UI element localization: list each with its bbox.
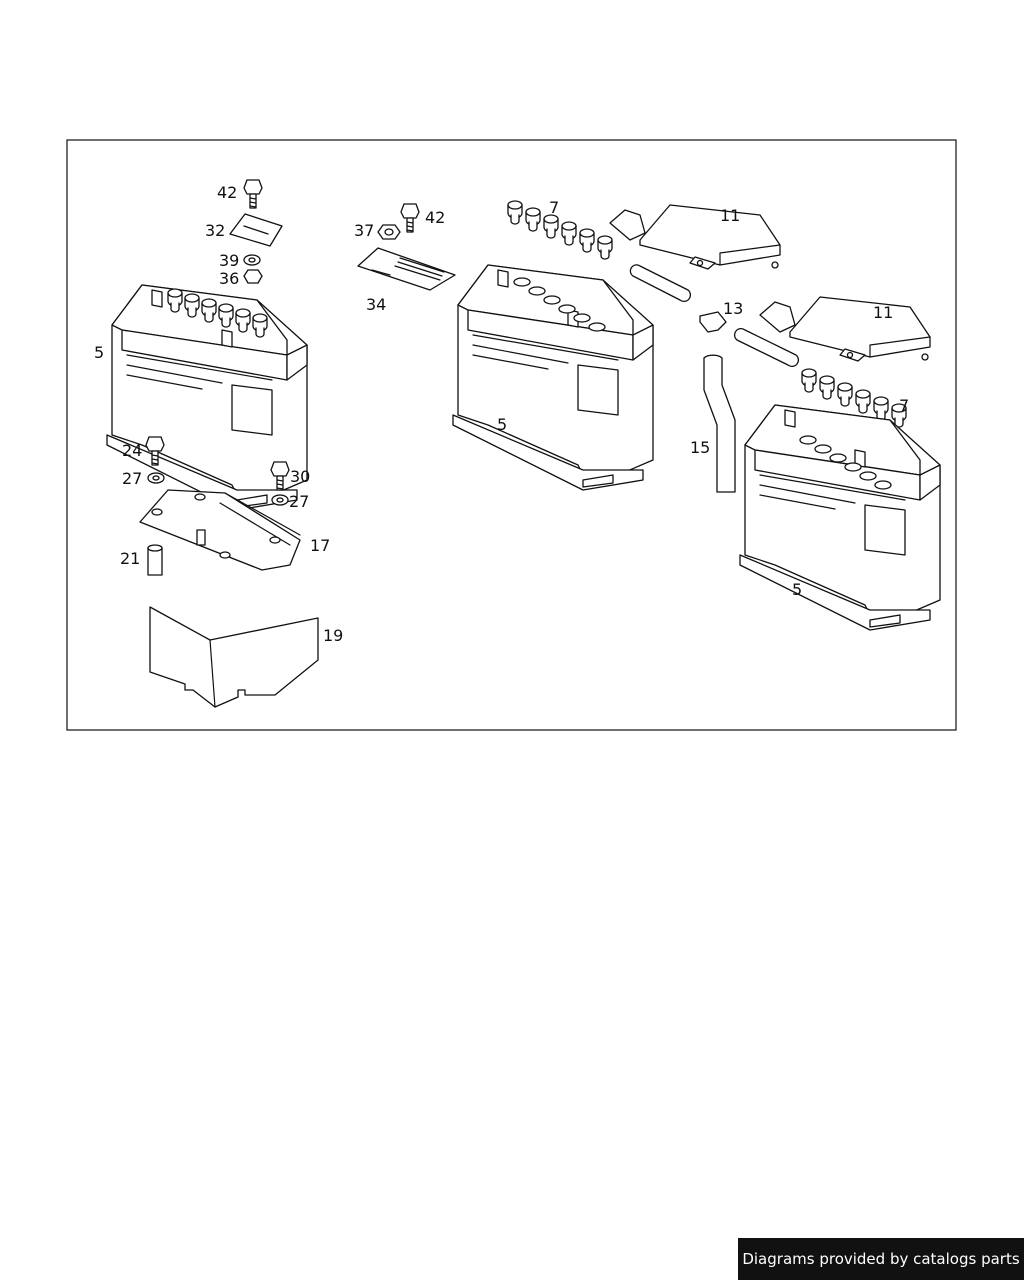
callout-11-right: 11	[873, 303, 893, 322]
hose-lower	[733, 327, 800, 368]
callout-19: 19	[323, 626, 343, 645]
base-plate-17	[139, 489, 301, 571]
tee-connector-13	[699, 311, 727, 333]
callout-5-center: 5	[497, 415, 507, 434]
callout-42-left: 42	[217, 183, 237, 202]
callout-7-right: 7	[899, 396, 909, 415]
callout-42-center: 42	[425, 208, 445, 227]
callout-15: 15	[690, 438, 710, 457]
washer-27-right	[271, 494, 289, 506]
cover-panel-19	[149, 606, 319, 708]
callout-30: 30	[290, 467, 310, 486]
clamp-bracket-32	[229, 213, 283, 247]
washer-39	[243, 254, 261, 266]
callout-11-top: 11	[720, 206, 740, 225]
center-battery-cell-ports	[513, 277, 606, 332]
hose-upper	[629, 264, 692, 303]
footer-credit: Diagrams provided by catalogs parts	[738, 1238, 1024, 1280]
callout-17: 17	[310, 536, 330, 555]
callout-27-right: 27	[289, 492, 309, 511]
callout-27-left: 27	[122, 469, 142, 488]
callout-39: 39	[219, 251, 239, 270]
callout-7-top: 7	[549, 198, 559, 217]
callout-34: 34	[366, 295, 386, 314]
callout-32: 32	[205, 221, 225, 240]
callout-37: 37	[354, 221, 374, 240]
callout-24: 24	[122, 441, 142, 460]
callout-36: 36	[219, 269, 239, 288]
nut-36	[243, 269, 263, 284]
washer-27-left	[147, 472, 165, 484]
callout-21: 21	[120, 549, 140, 568]
callout-5-right: 5	[792, 580, 802, 599]
right-battery-cell-ports	[799, 435, 892, 490]
callout-5-left: 5	[94, 343, 104, 362]
vent-hose-15	[703, 354, 736, 493]
spacer-21	[147, 547, 163, 576]
callout-13: 13	[723, 299, 743, 318]
